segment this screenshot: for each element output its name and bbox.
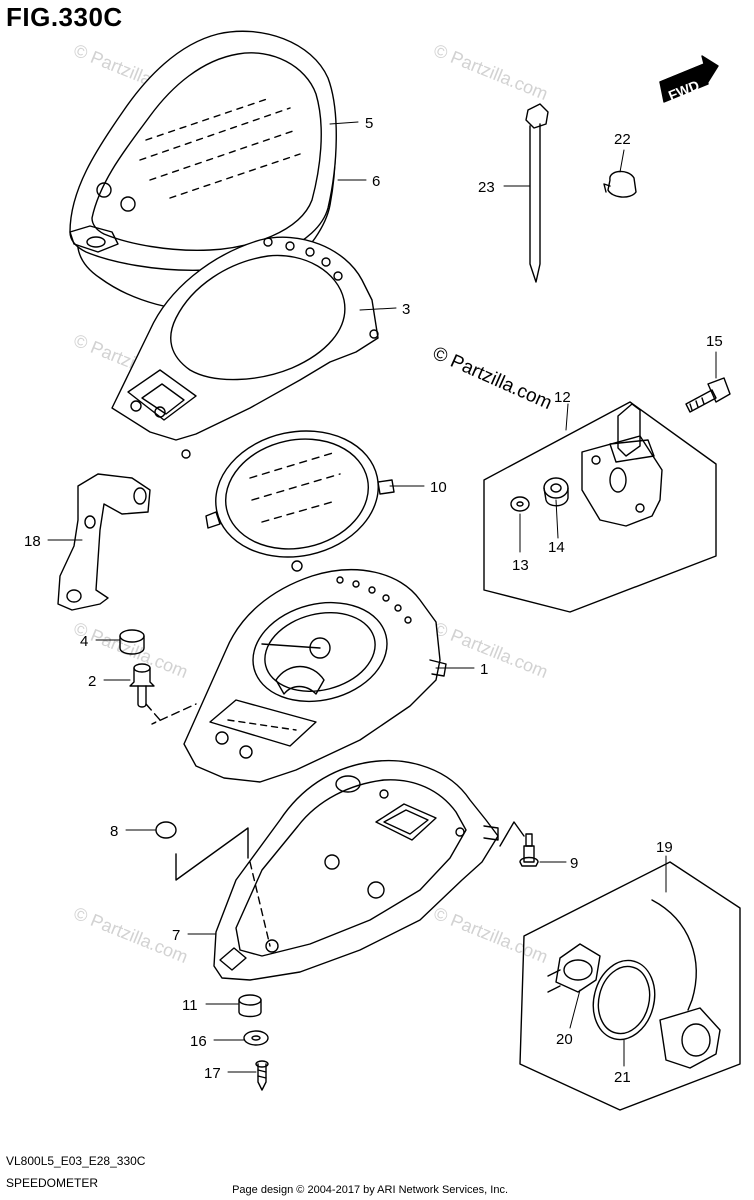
fwd-arrow-icon: FWD xyxy=(659,55,719,104)
label-part-21: 21 xyxy=(614,1069,631,1086)
part-23-cable-tie xyxy=(525,103,549,283)
label-part-8: 8 xyxy=(110,823,118,840)
label-part-20: 20 xyxy=(556,1031,573,1048)
part-16-washer xyxy=(243,1030,269,1046)
label-part-18: 18 xyxy=(24,533,41,550)
label-part-7: 7 xyxy=(172,927,180,944)
part-3-panel-bezel xyxy=(111,236,379,459)
label-part-23: 23 xyxy=(478,179,495,196)
part-4-grommet xyxy=(119,629,145,655)
label-part-1: 1 xyxy=(480,661,488,678)
label-part-13: 13 xyxy=(512,557,529,574)
part-2-collar xyxy=(129,663,197,725)
label-part-3: 3 xyxy=(402,301,410,318)
part-11-grommet xyxy=(238,994,262,1018)
label-part-11: 11 xyxy=(182,997,198,1014)
label-part-2: 2 xyxy=(88,673,96,690)
part-5-meter-cover xyxy=(69,30,337,271)
label-part-22: 22 xyxy=(614,131,631,148)
label-part-19: 19 xyxy=(656,839,673,856)
footer-copyright: Page design © 2004-2017 by ARI Network S… xyxy=(232,1184,508,1196)
leader-lines xyxy=(47,121,717,1073)
part-22-clamp xyxy=(603,170,637,198)
label-part-4: 4 xyxy=(80,633,88,650)
leader-line xyxy=(499,821,525,847)
label-part-12: 12 xyxy=(554,389,571,406)
label-part-17: 17 xyxy=(204,1065,221,1082)
part-19-sensor-box xyxy=(519,861,741,1111)
part-12-kit-box xyxy=(483,401,717,613)
label-part-9: 9 xyxy=(570,855,578,872)
label-part-10: 10 xyxy=(430,479,447,496)
part-labels: 5 6 3 10 1 18 4 2 8 7 11 16 17 9 23 22 1… xyxy=(24,115,723,1086)
part-7-lower-case xyxy=(213,759,499,981)
leader-line xyxy=(175,827,249,881)
part-15-bolt xyxy=(685,377,731,413)
label-part-16: 16 xyxy=(190,1033,207,1050)
label-part-5: 5 xyxy=(365,115,373,132)
label-part-15: 15 xyxy=(706,333,723,350)
figure-name: SPEEDOMETER xyxy=(6,1176,99,1190)
figure-code: VL800L5_E03_E28_330C xyxy=(6,1154,146,1168)
part-1-speedometer-assembly xyxy=(183,569,447,783)
label-part-14: 14 xyxy=(548,539,565,556)
part-18-bracket xyxy=(57,473,151,611)
figure-title: FIG.330C xyxy=(6,2,123,32)
part-8-plug xyxy=(155,821,177,839)
part-9-screw xyxy=(519,833,539,867)
label-part-6: 6 xyxy=(372,173,380,190)
part-10-lens-ring xyxy=(205,430,395,572)
part-17-screw xyxy=(255,1060,269,1091)
